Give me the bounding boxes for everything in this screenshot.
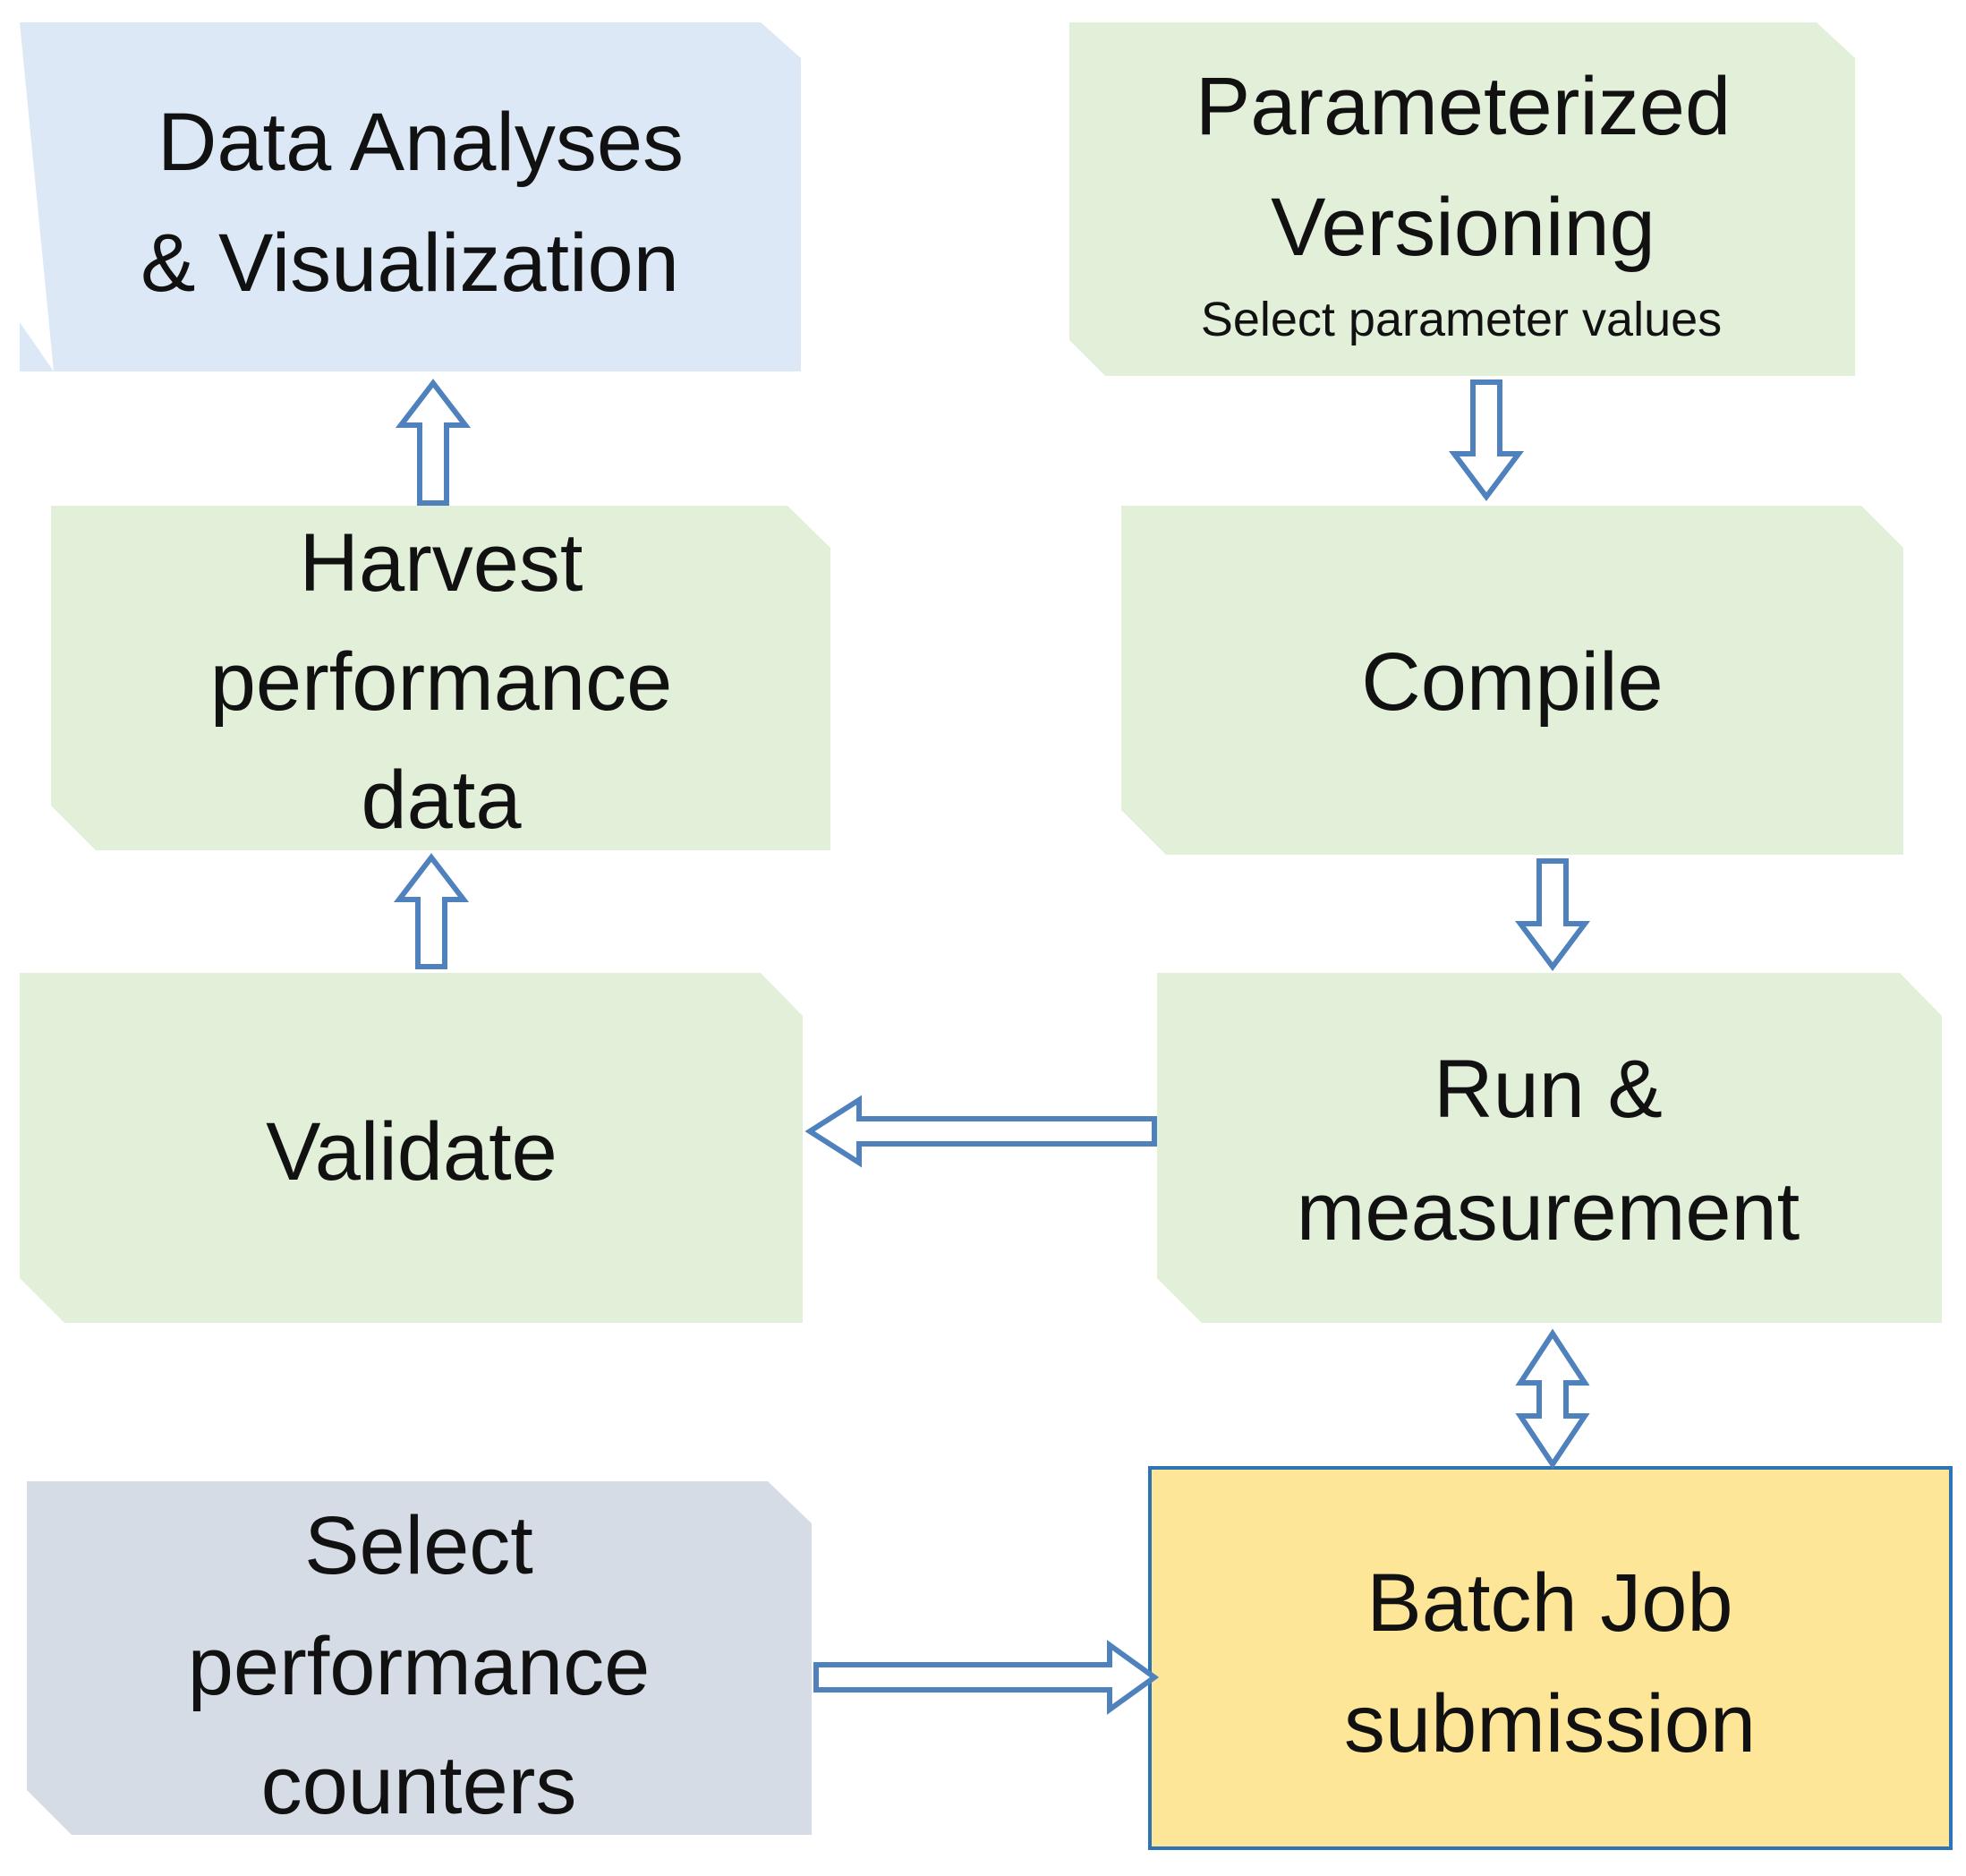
node-compile-line-1: Compile bbox=[1361, 636, 1663, 728]
node-batch-job: Batch Job submission bbox=[1148, 1466, 1953, 1850]
node-run-measure-shape bbox=[1157, 973, 1942, 1323]
node-harvest-shape bbox=[51, 506, 830, 850]
node-param-versioning-line-2: Versioning bbox=[1271, 182, 1655, 273]
node-harvest-line-3: data bbox=[361, 755, 522, 846]
node-data-analyses: Data Analyses & Visualization bbox=[20, 22, 801, 371]
node-validate: Validate bbox=[20, 973, 803, 1323]
node-run-measure-line-2: measurement bbox=[1297, 1166, 1800, 1258]
arrow-run-batch-bidirectional bbox=[1515, 1328, 1590, 1470]
arrow-compile-to-run bbox=[1515, 858, 1590, 971]
node-select-counters-line-1: Select bbox=[304, 1500, 533, 1591]
node-param-versioning: Parameterized Versioning Select paramete… bbox=[1069, 22, 1855, 376]
node-batch-job-line-2: submission bbox=[1344, 1678, 1756, 1769]
node-run-measure-line-1: Run & bbox=[1434, 1044, 1663, 1135]
node-param-versioning-shape bbox=[1069, 22, 1855, 376]
node-harvest: Harvest performance data bbox=[51, 506, 830, 850]
node-validate-shape bbox=[20, 973, 803, 1323]
arrow-validate-to-harvest bbox=[393, 853, 470, 969]
node-param-versioning-line-1: Parameterized bbox=[1196, 61, 1731, 152]
node-select-counters-line-2: performance bbox=[188, 1621, 650, 1712]
node-data-analyses-shape bbox=[20, 22, 801, 371]
node-validate-line-1: Validate bbox=[266, 1106, 557, 1198]
node-param-versioning-subtitle: Select parameter values bbox=[1201, 293, 1722, 346]
node-compile: Compile bbox=[1121, 506, 1903, 855]
node-data-analyses-line-1: Data Analyses bbox=[157, 97, 684, 188]
node-compile-shape bbox=[1121, 506, 1903, 855]
node-batch-job-shape bbox=[1148, 1466, 1953, 1850]
node-select-counters-line-3: counters bbox=[261, 1740, 577, 1831]
arrow-run-to-validate bbox=[804, 1095, 1157, 1168]
node-select-counters: Select performance counters bbox=[27, 1481, 812, 1835]
arrow-harvest-to-data-analyses bbox=[395, 379, 472, 506]
node-data-analyses-line-2: & Visualization bbox=[140, 217, 679, 309]
arrow-counters-to-batch bbox=[813, 1640, 1160, 1715]
arrow-param-to-compile bbox=[1449, 379, 1524, 501]
node-select-counters-shape bbox=[27, 1481, 812, 1835]
node-batch-job-line-1: Batch Job bbox=[1366, 1557, 1732, 1649]
node-run-measure: Run & measurement bbox=[1157, 973, 1942, 1323]
node-harvest-line-1: Harvest bbox=[300, 517, 583, 609]
node-harvest-line-2: performance bbox=[210, 636, 672, 728]
